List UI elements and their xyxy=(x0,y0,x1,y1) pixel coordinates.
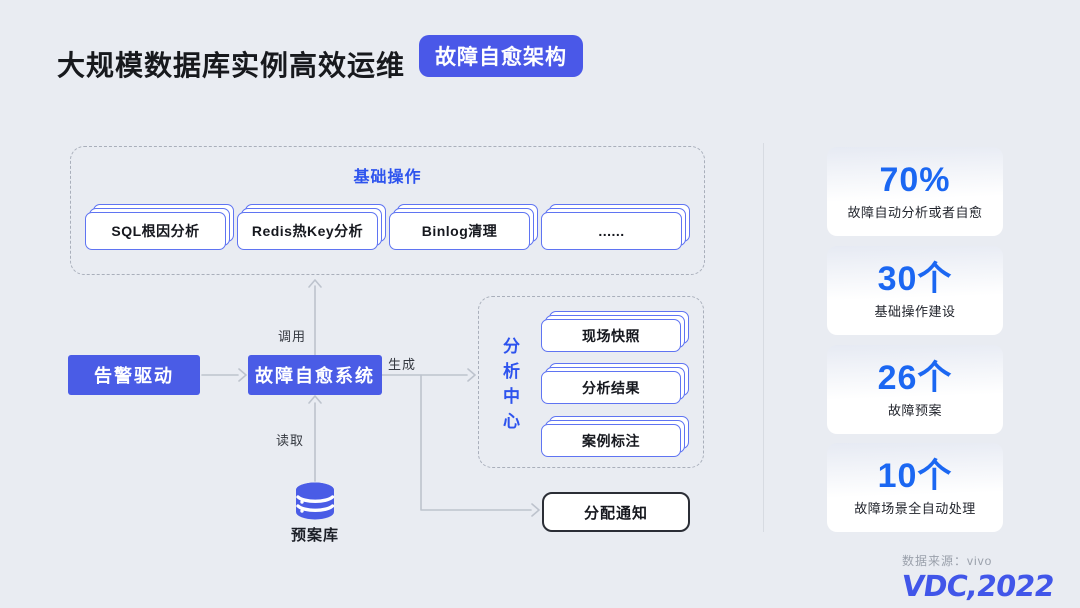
stat-label: 基础操作建设 xyxy=(874,304,956,320)
basic-op-card-label: Redis热Key分析 xyxy=(237,212,378,250)
basic-op-card-label: Binlog清理 xyxy=(389,212,530,250)
analysis-center-container xyxy=(478,296,704,468)
vdc-2022-logo: VDC,2022 xyxy=(899,569,1056,603)
analysis-card-snapshot: 现场快照 xyxy=(541,311,689,352)
edge-label-call: 调用 xyxy=(278,329,307,344)
footer: 数据来源：vivo VDC,2022 xyxy=(899,552,1056,603)
analysis-card-annotation: 案例标注 xyxy=(541,416,689,457)
basic-op-card-binlog: Binlog清理 xyxy=(389,204,538,250)
data-source-text: 数据来源：vivo xyxy=(902,554,993,568)
analysis-center-title: 分析中心 xyxy=(500,337,519,437)
basic-op-card-sql: SQL根因分析 xyxy=(85,204,234,250)
stat-label: 故障场景全自动处理 xyxy=(854,501,976,517)
self-healing-system-node: 故障自愈系统 xyxy=(248,355,382,395)
stat-label: 故障自动分析或者自愈 xyxy=(847,205,983,221)
basic-operations-title: 基础操作 xyxy=(353,169,422,186)
stat-card-auto-scenes: 10个 故障场景全自动处理 xyxy=(827,443,1003,532)
basic-operations-container: 基础操作 xyxy=(70,146,705,275)
stat-card-auto-analysis: 70% 故障自动分析或者自愈 xyxy=(827,147,1003,236)
edge-label-read: 读取 xyxy=(276,433,305,448)
basic-op-card-label: SQL根因分析 xyxy=(85,212,226,250)
notify-dispatch-node: 分配通知 xyxy=(542,492,690,532)
alert-driven-node: 告警驱动 xyxy=(68,355,200,395)
stat-card-basic-ops: 30个 基础操作建设 xyxy=(827,246,1003,335)
basic-op-card-redis: Redis热Key分析 xyxy=(237,204,386,250)
analysis-card-label: 现场快照 xyxy=(541,319,681,352)
basic-op-card-label: ...... xyxy=(541,212,682,250)
plan-db-label: 预案库 xyxy=(290,527,339,544)
stat-value: 10个 xyxy=(877,456,953,495)
analysis-card-label: 案例标注 xyxy=(541,424,681,457)
stat-card-fault-plans: 26个 故障预案 xyxy=(827,345,1003,434)
stat-value: 26个 xyxy=(877,358,953,397)
stats-divider xyxy=(763,143,764,532)
analysis-card-label: 分析结果 xyxy=(541,371,681,404)
analysis-card-result: 分析结果 xyxy=(541,363,689,404)
page-title: 大规模数据库实例高效运维 xyxy=(57,50,406,81)
edge-label-generate: 生成 xyxy=(388,357,417,372)
title-badge: 故障自愈架构 xyxy=(419,35,583,77)
stat-label: 故障预案 xyxy=(887,403,942,419)
basic-op-card-more: ...... xyxy=(541,204,690,250)
stat-value: 70% xyxy=(879,160,951,199)
stat-value: 30个 xyxy=(877,259,953,298)
database-icon xyxy=(296,482,335,520)
